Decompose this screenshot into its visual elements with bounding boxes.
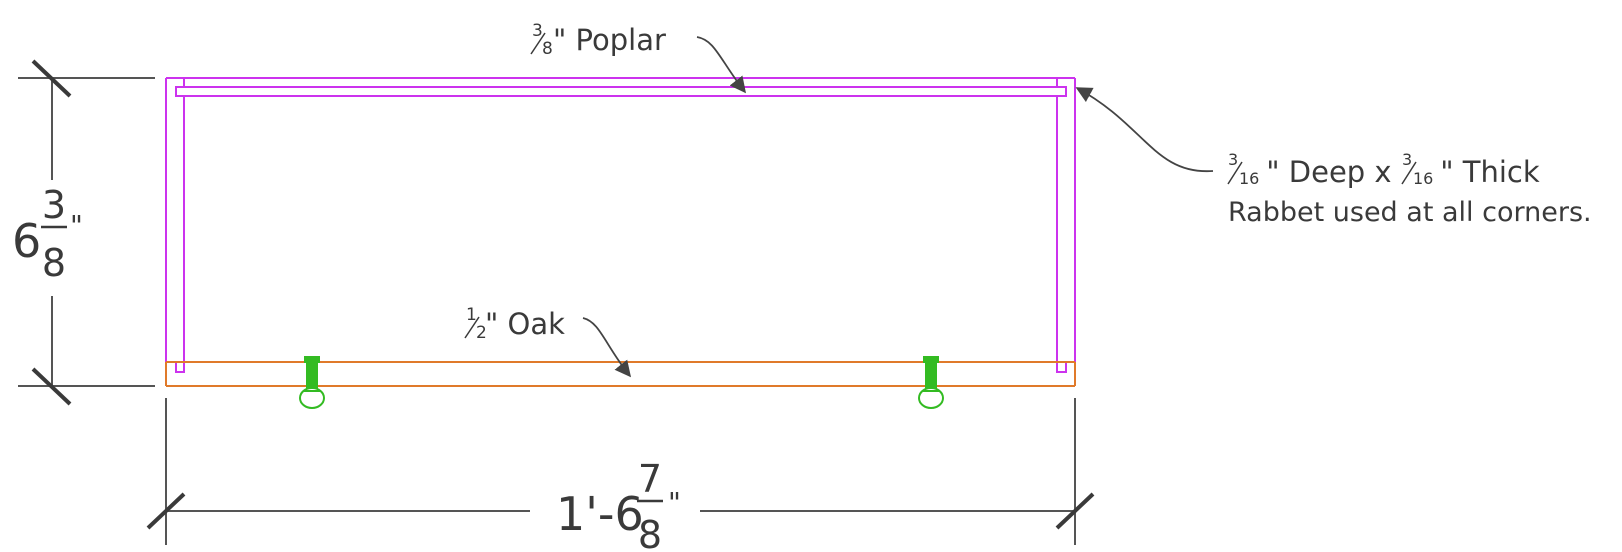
knob-screw-icon bbox=[299, 356, 325, 409]
rabbet-f2-num: 3 bbox=[1402, 150, 1412, 169]
oak-bottom-panel bbox=[165, 361, 1076, 387]
oak-fraction-den: 2 bbox=[476, 323, 487, 343]
height-dimension: 6 3 8 " bbox=[12, 59, 155, 406]
rabbet-line2: Rabbet used at all corners. bbox=[1228, 197, 1592, 228]
knob-screw-icon bbox=[918, 356, 944, 409]
width-unit: " bbox=[668, 486, 681, 519]
rabbet-callout: 3 16 " Deep x 3 16 " Thick Rabbet used a… bbox=[1075, 87, 1592, 228]
oak-label: 1 2 " Oak bbox=[464, 305, 632, 378]
width-dimension: 1'-6 7 8 " bbox=[146, 398, 1095, 552]
poplar-box bbox=[165, 77, 1076, 373]
rabbet-mid: " Deep x bbox=[1257, 155, 1401, 189]
width-whole: 1'-6 bbox=[556, 487, 644, 541]
poplar-fraction-num: 3 bbox=[532, 21, 543, 41]
height-numerator: 3 bbox=[42, 183, 66, 227]
rabbet-f2-den: 16 bbox=[1413, 169, 1433, 188]
height-unit: " bbox=[70, 209, 83, 242]
rabbet-end: " Thick bbox=[1431, 155, 1540, 189]
oak-text: " Oak bbox=[485, 307, 565, 341]
poplar-text: " Poplar bbox=[553, 23, 666, 57]
height-denominator: 8 bbox=[42, 241, 66, 285]
height-whole: 6 bbox=[12, 214, 41, 268]
width-numerator: 7 bbox=[638, 457, 662, 501]
poplar-label: 3 8 " Poplar bbox=[530, 21, 746, 94]
oak-fraction-num: 1 bbox=[466, 305, 477, 325]
rabbet-f1-num: 3 bbox=[1228, 150, 1238, 169]
width-denominator: 8 bbox=[638, 513, 662, 552]
rabbet-f1-den: 16 bbox=[1239, 169, 1259, 188]
poplar-fraction-den: 8 bbox=[542, 39, 553, 59]
